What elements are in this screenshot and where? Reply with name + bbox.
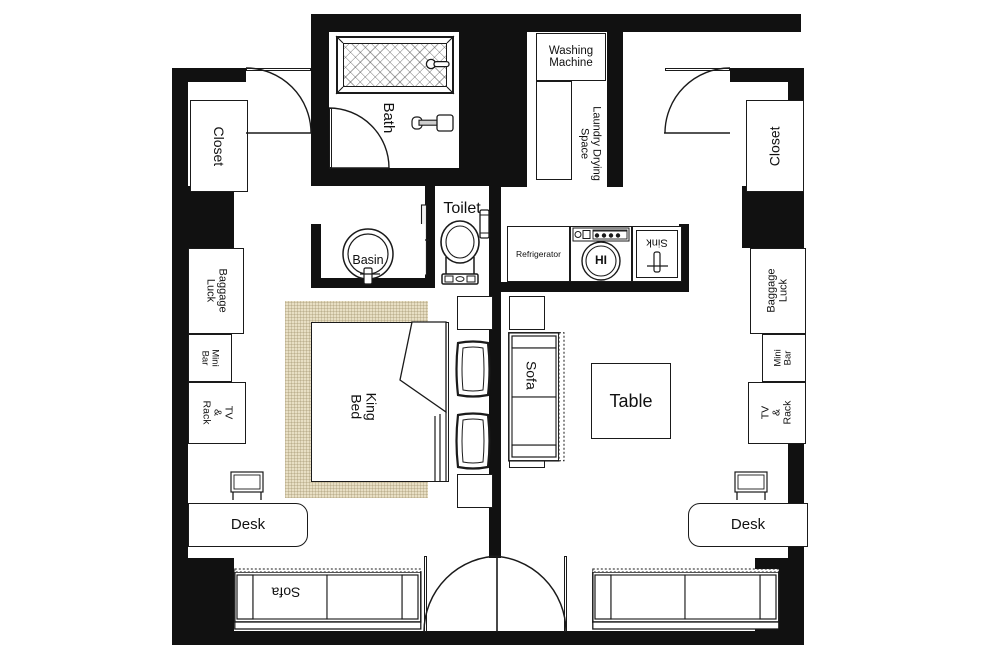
nightstand-upper[interactable]	[457, 296, 493, 330]
washing-machine-label: Washing Machine	[548, 44, 594, 69]
wall-kitchen-right	[679, 224, 689, 292]
bathtub-corners-icon	[335, 35, 455, 95]
wall-wc-bottom	[311, 278, 491, 288]
closet-door-right-jamb	[664, 132, 730, 134]
sofa-living-label: Sofa	[523, 360, 540, 390]
closet-right[interactable]: Closet	[746, 100, 804, 192]
refrigerator-label: Refrigerator	[516, 248, 561, 259]
wash-basin-icon	[342, 228, 394, 285]
wall-bath-right	[459, 14, 527, 186]
minibar-right[interactable]: Mini Bar	[762, 334, 806, 382]
desk-right[interactable]: Desk	[688, 503, 808, 547]
desk-left[interactable]: Desk	[188, 503, 308, 547]
closet-door-left-arc	[245, 67, 312, 134]
closet-door-right-arc	[664, 67, 731, 134]
minibar-right-label: Mini Bar	[773, 349, 794, 367]
king-bed-label: King Bed	[349, 392, 380, 421]
kitchen-faucet-icon	[647, 251, 668, 273]
wall-top-center	[311, 14, 801, 32]
washing-machine[interactable]: Washing Machine	[536, 33, 606, 81]
nightstand-lower[interactable]	[457, 474, 493, 508]
tv-rack-left-label: TV & Rack	[200, 401, 235, 425]
wall-laundry-right	[607, 14, 623, 187]
closet-left[interactable]: Closet	[190, 100, 248, 192]
wall-bath-bottom	[311, 168, 459, 186]
toilet-paper-holder-icon	[479, 209, 490, 239]
basin-label: Basin	[352, 253, 384, 267]
tv-rack-right-label: TV & Rack	[759, 401, 794, 425]
closet-right-label: Closet	[766, 126, 783, 166]
closet-door-left-leaf[interactable]	[246, 68, 311, 71]
minibar-left-label: Mini Bar	[199, 349, 221, 367]
bed-duvet-fold-icon	[399, 321, 447, 482]
tv-rack-right[interactable]: TV & Rack	[748, 382, 806, 444]
baggage-left-label: Baggage Luck	[204, 268, 229, 314]
desk-chair-left-icon	[230, 471, 264, 500]
entry-door-left-arc	[423, 555, 501, 633]
toilet-label: Toilet	[443, 200, 481, 217]
wall-basin-left	[311, 224, 321, 288]
entry-door-right-arc	[489, 555, 567, 633]
desk-chair-right-icon	[734, 471, 768, 500]
bath-faucet-icon	[411, 114, 454, 132]
laundry-rack	[536, 81, 572, 180]
bathtub-drain-icon	[425, 58, 450, 70]
toilet-bowl-icon	[440, 220, 480, 285]
sofa-bottom-left-label: Sofa	[271, 584, 301, 601]
stove-controls-icon	[572, 227, 630, 242]
baggage-right-label: Baggage Luck	[765, 268, 789, 314]
wall-kitchen-bottom	[501, 282, 689, 292]
entry-door-left-leaf[interactable]	[424, 556, 427, 632]
pillow-upper-icon	[455, 340, 491, 398]
stove-burner-icon	[581, 241, 621, 281]
kitchen-sink-label: Sink	[646, 236, 668, 249]
wall-outer-bottom	[172, 631, 804, 645]
minibar-left[interactable]: Mini Bar	[188, 334, 232, 382]
desk-right-label: Desk	[730, 516, 766, 534]
baggage-left[interactable]: Baggage Luck	[188, 248, 244, 334]
wall-bath-left	[311, 14, 329, 186]
wall-outer-right-top	[730, 68, 804, 82]
baggage-right[interactable]: Baggage Luck	[750, 248, 806, 334]
wall-wc-divider	[425, 186, 435, 288]
entry-door-mullion	[496, 556, 498, 632]
sofa-bottom-left-icon[interactable]	[234, 568, 424, 631]
laundry-drying-space-label: Laundry Drying Space	[579, 106, 603, 181]
closet-left-label: Closet	[211, 126, 228, 166]
dining-table[interactable]: Table	[591, 363, 671, 439]
sofa-bottom-right-icon[interactable]	[592, 568, 782, 631]
tv-rack-left[interactable]: TV & Rack	[188, 382, 246, 444]
closet-door-left-jamb	[246, 132, 312, 134]
wall-outer-left-top	[172, 68, 246, 82]
wall-wc-right	[489, 186, 501, 296]
wall-right-closet-bot	[742, 186, 804, 248]
bathroom-door-arc	[328, 107, 390, 169]
pillow-lower-icon	[455, 412, 491, 470]
side-table-upper[interactable]	[509, 296, 545, 330]
wall-left-closet-bot	[172, 186, 234, 248]
refrigerator[interactable]: Refrigerator	[507, 226, 570, 282]
dining-table-label: Table	[609, 390, 653, 411]
wall-bottom-left-blk	[172, 558, 234, 638]
sofa-living-icon[interactable]	[508, 332, 566, 462]
stove-label: HI	[595, 253, 607, 267]
desk-left-label: Desk	[230, 516, 266, 534]
closet-door-right-leaf[interactable]	[665, 68, 730, 71]
